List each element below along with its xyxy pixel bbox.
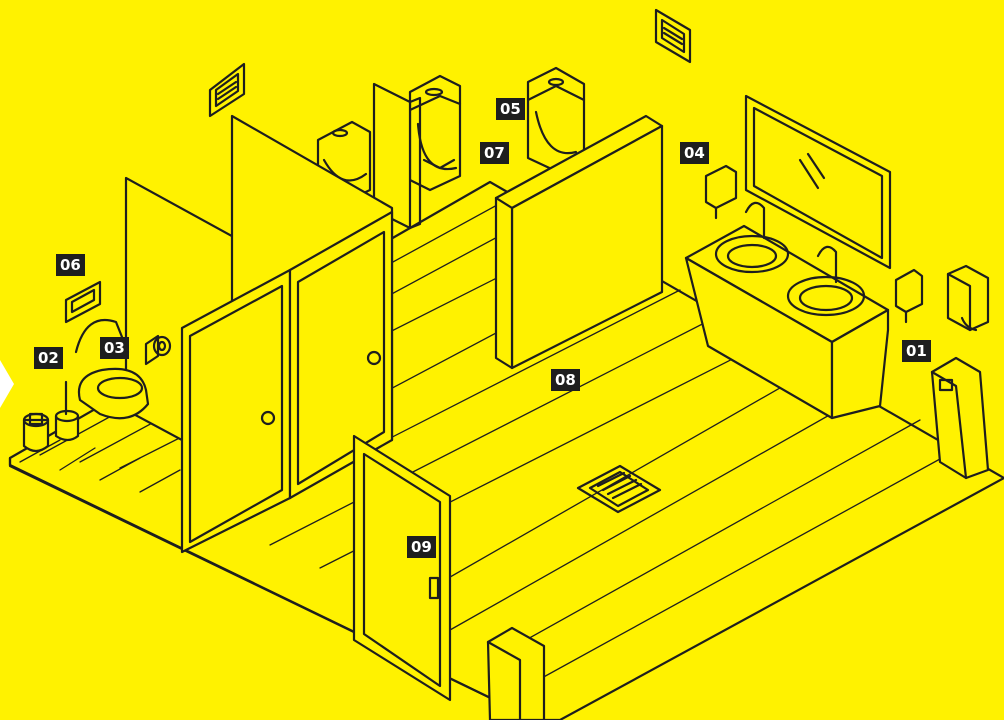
label-07: 07 (480, 142, 509, 164)
label-05: 05 (496, 98, 525, 120)
label-09: 09 (407, 536, 436, 558)
air-vent-right (656, 10, 690, 62)
urinal-2 (410, 76, 460, 190)
label-02: 02 (34, 347, 63, 369)
flush-plate (66, 282, 100, 322)
waste-bin-tall (932, 358, 988, 478)
edge-arrow-marker (0, 360, 14, 408)
label-08: 08 (551, 369, 580, 391)
air-vent-left (210, 64, 244, 116)
label-01: 01 (902, 340, 931, 362)
soap-dispenser-left (706, 166, 736, 218)
label-04: 04 (680, 142, 709, 164)
toilet-brush (56, 382, 78, 440)
soap-dispenser-right (896, 270, 922, 322)
trash-bin-small (24, 414, 48, 451)
label-06: 06 (56, 254, 85, 276)
front-pillar (488, 628, 544, 720)
paper-towel-dispenser (948, 266, 988, 330)
label-03: 03 (100, 337, 129, 359)
